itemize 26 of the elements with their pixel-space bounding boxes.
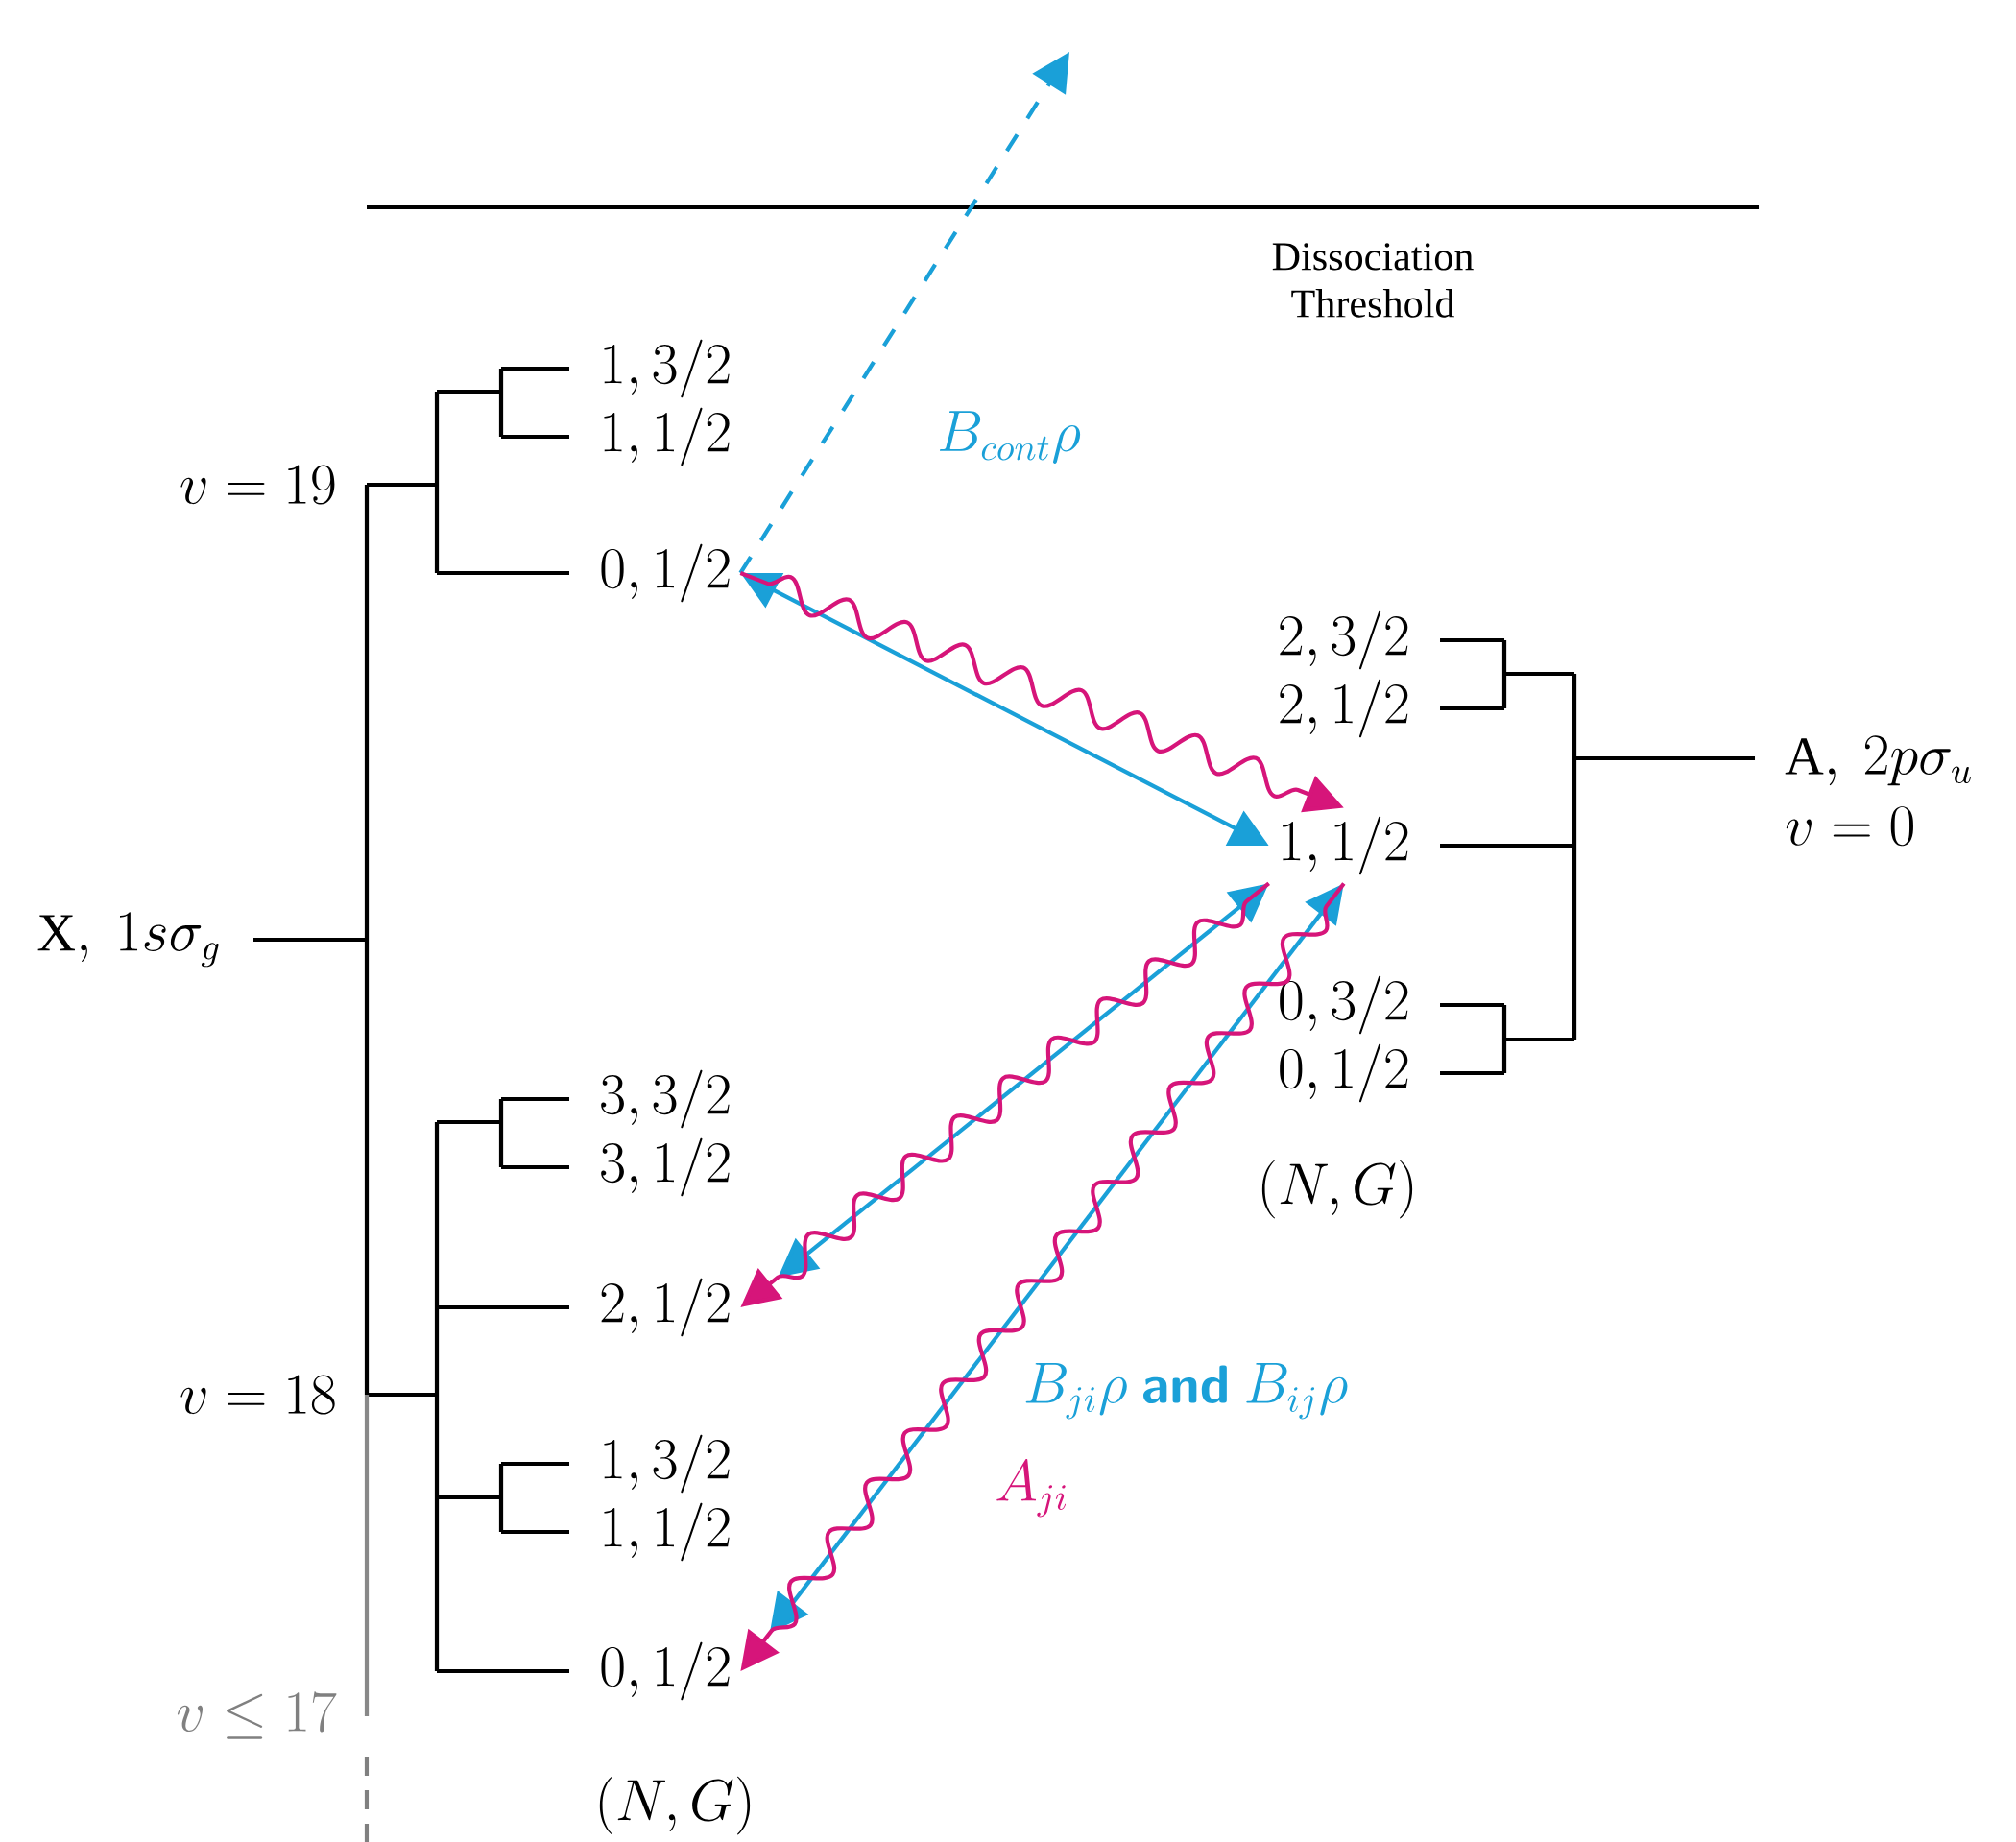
quantum-number-label: $(N, G)$ [1261, 1160, 1413, 1219]
level-label: $0, 1/2$ [1280, 1043, 1408, 1103]
level-label: $1, 3/2$ [604, 1434, 730, 1494]
edge-label: $A_{ji}$ [988, 1453, 1076, 1524]
threshold-label: Dissociation Threshold [1272, 243, 1474, 318]
level-label: $v = 19$ [180, 465, 335, 505]
level-label: $0, 1/2$ [601, 1641, 730, 1701]
level-label: $2, 1/2$ [601, 1278, 730, 1337]
level-label: $1, 1/2$ [1283, 816, 1408, 875]
level-label: $3, 3/2$ [601, 1069, 730, 1129]
level-label: $0, 3/2$ [1280, 975, 1408, 1035]
level-label: $1, 1/2$ [604, 407, 730, 466]
quantum-number-label: $(N, G)$ [599, 1776, 751, 1835]
edge-label: $B_{cont}\rho$ [930, 404, 1088, 469]
level-label: $\mathrm{X},\ 1s\sigma_g$ [37, 912, 219, 968]
level-label: $1, 1/2$ [604, 1502, 730, 1562]
level-label: $2, 1/2$ [1280, 679, 1408, 738]
level-label: $\mathrm{A},\ 2p\sigma_u$ $v = 0$ [1785, 735, 1971, 847]
level-label: $0, 1/2$ [601, 543, 730, 603]
level-label: $1, 3/2$ [604, 339, 730, 398]
level-line [364, 1395, 370, 1716]
level-label: $2, 3/2$ [1280, 610, 1408, 670]
level-label: $3, 1/2$ [601, 1137, 730, 1197]
level-label: $v \leq 17$ [177, 1691, 337, 1739]
level-label: $v = 18$ [180, 1375, 335, 1415]
edge-label: $B_{ji}\rho\ \textsf{\bfseries and}\ B_{ij}\rho$ [1016, 1355, 1356, 1426]
